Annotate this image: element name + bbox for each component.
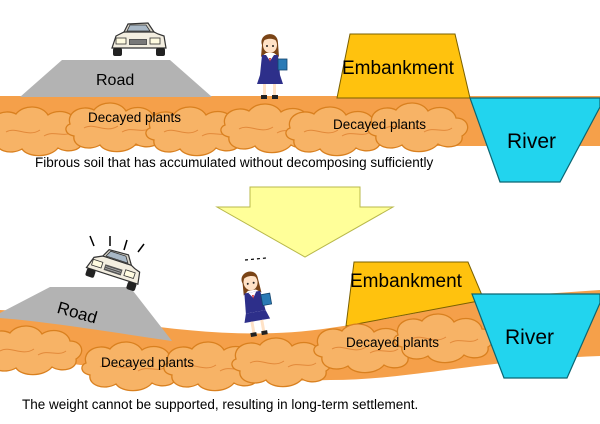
road-mound-top xyxy=(20,60,212,97)
embankment-bottom xyxy=(345,261,485,327)
car-icon xyxy=(111,22,167,57)
embankment-label-bottom: Embankment xyxy=(350,271,462,292)
river-top xyxy=(469,97,600,183)
plants-right-label-top: Decayed plants xyxy=(333,117,427,132)
shake-lines-icon xyxy=(89,235,145,253)
caption-after: The weight cannot be supported, resultin… xyxy=(22,397,419,412)
schoolgirl-icon xyxy=(256,33,288,100)
embankment-top xyxy=(336,33,471,99)
caption-before: Fibrous soil that has accumulated withou… xyxy=(35,155,434,170)
road-label-top: Road xyxy=(96,72,135,89)
car-icon xyxy=(83,243,147,293)
road-mound-bottom xyxy=(0,287,172,341)
river-bottom xyxy=(471,293,600,379)
down-arrow-icon xyxy=(215,186,395,258)
embankment-label-top: Embankment xyxy=(342,58,454,79)
plants-left-label-bottom: Decayed plants xyxy=(101,355,195,370)
plants-left-label-top: Decayed plants xyxy=(88,110,182,125)
after-panel xyxy=(0,235,600,392)
plants-right-label-bottom: Decayed plants xyxy=(346,335,440,350)
before-panel xyxy=(0,22,600,183)
schoolgirl-icon xyxy=(235,268,278,339)
river-label-top: River xyxy=(507,130,557,153)
river-label-bottom: River xyxy=(505,326,555,349)
